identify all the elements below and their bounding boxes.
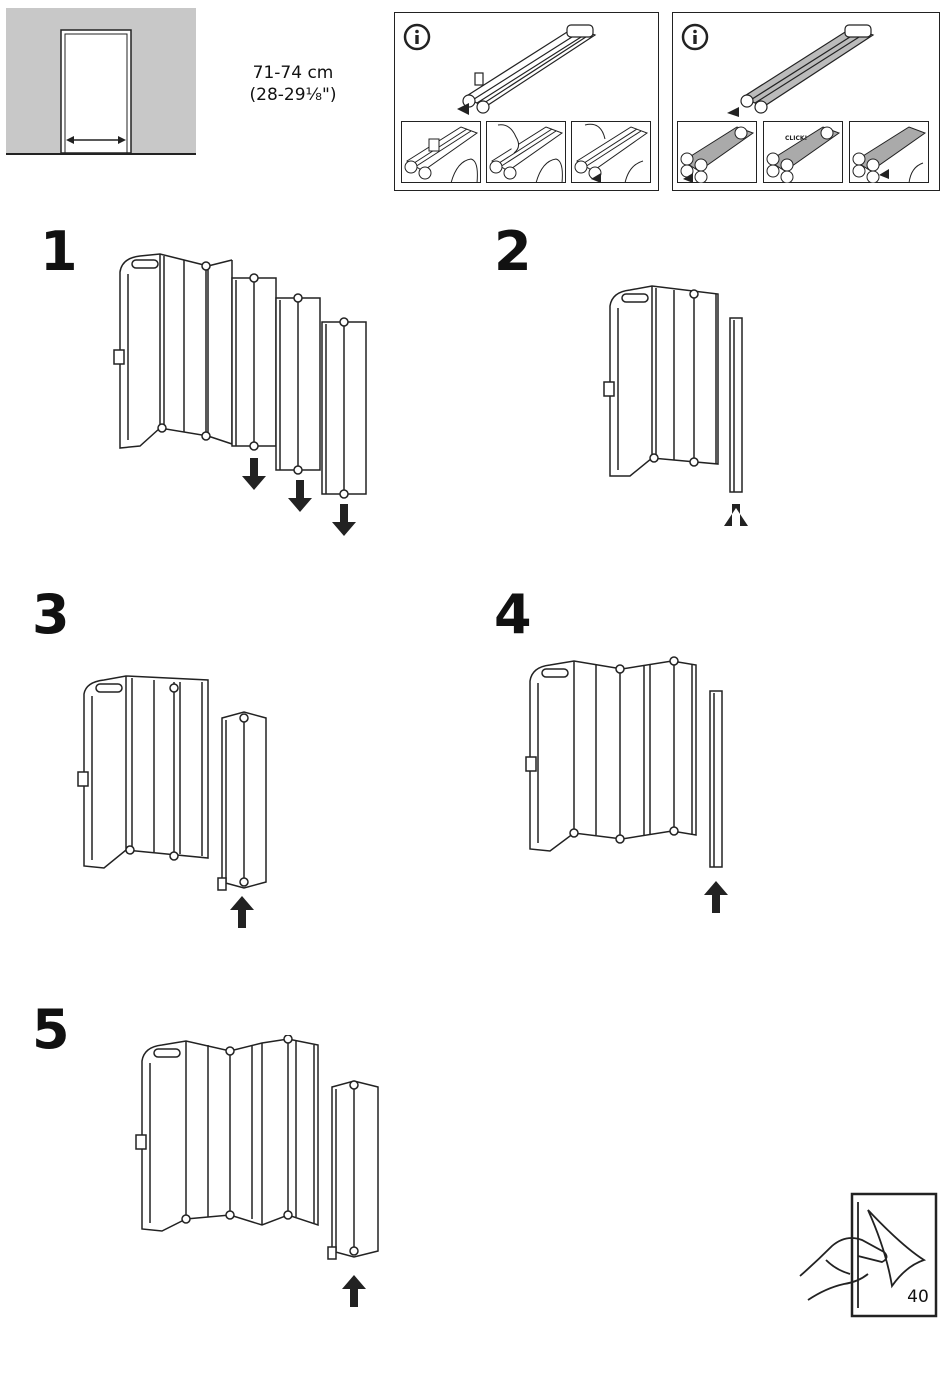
info-panel-extension-attach: CLICK! [672, 12, 940, 191]
width-measurement: 71-74 cm (28-29⅛") [228, 62, 358, 106]
page-number: 40 [902, 1287, 934, 1307]
extension-rail-illustration [723, 17, 883, 117]
info-panel-extension-removal [394, 12, 659, 191]
detail-thumb-2 [763, 121, 843, 183]
step-2-illustration [600, 280, 760, 536]
detail-thumb-2-wrapper: CLICK! [763, 121, 843, 183]
step-3-illustration [76, 672, 276, 934]
detail-thumb-1 [401, 121, 481, 183]
click-label: CLICK! [785, 135, 807, 142]
measurement-metric: 71-74 cm [228, 62, 358, 84]
detail-thumb-3 [571, 121, 651, 183]
detail-thumb-1 [677, 121, 757, 183]
measurement-imperial: (28-29⅛") [228, 84, 358, 106]
step-4-illustration [522, 655, 742, 917]
step-number-2: 2 [494, 225, 530, 279]
step-number-4: 4 [494, 588, 530, 642]
step-number-5: 5 [32, 1003, 68, 1057]
info-icon [681, 23, 709, 51]
step-5-illustration [132, 1035, 384, 1315]
detail-thumb-3 [849, 121, 929, 183]
step-number-3: 3 [32, 588, 68, 642]
step-number-1: 1 [40, 225, 76, 279]
extension-rail-illustration [455, 17, 605, 117]
step-1-illustration [110, 250, 370, 540]
info-icon [403, 23, 431, 51]
doorway-diagram [6, 8, 196, 160]
detail-thumb-2 [486, 121, 566, 183]
